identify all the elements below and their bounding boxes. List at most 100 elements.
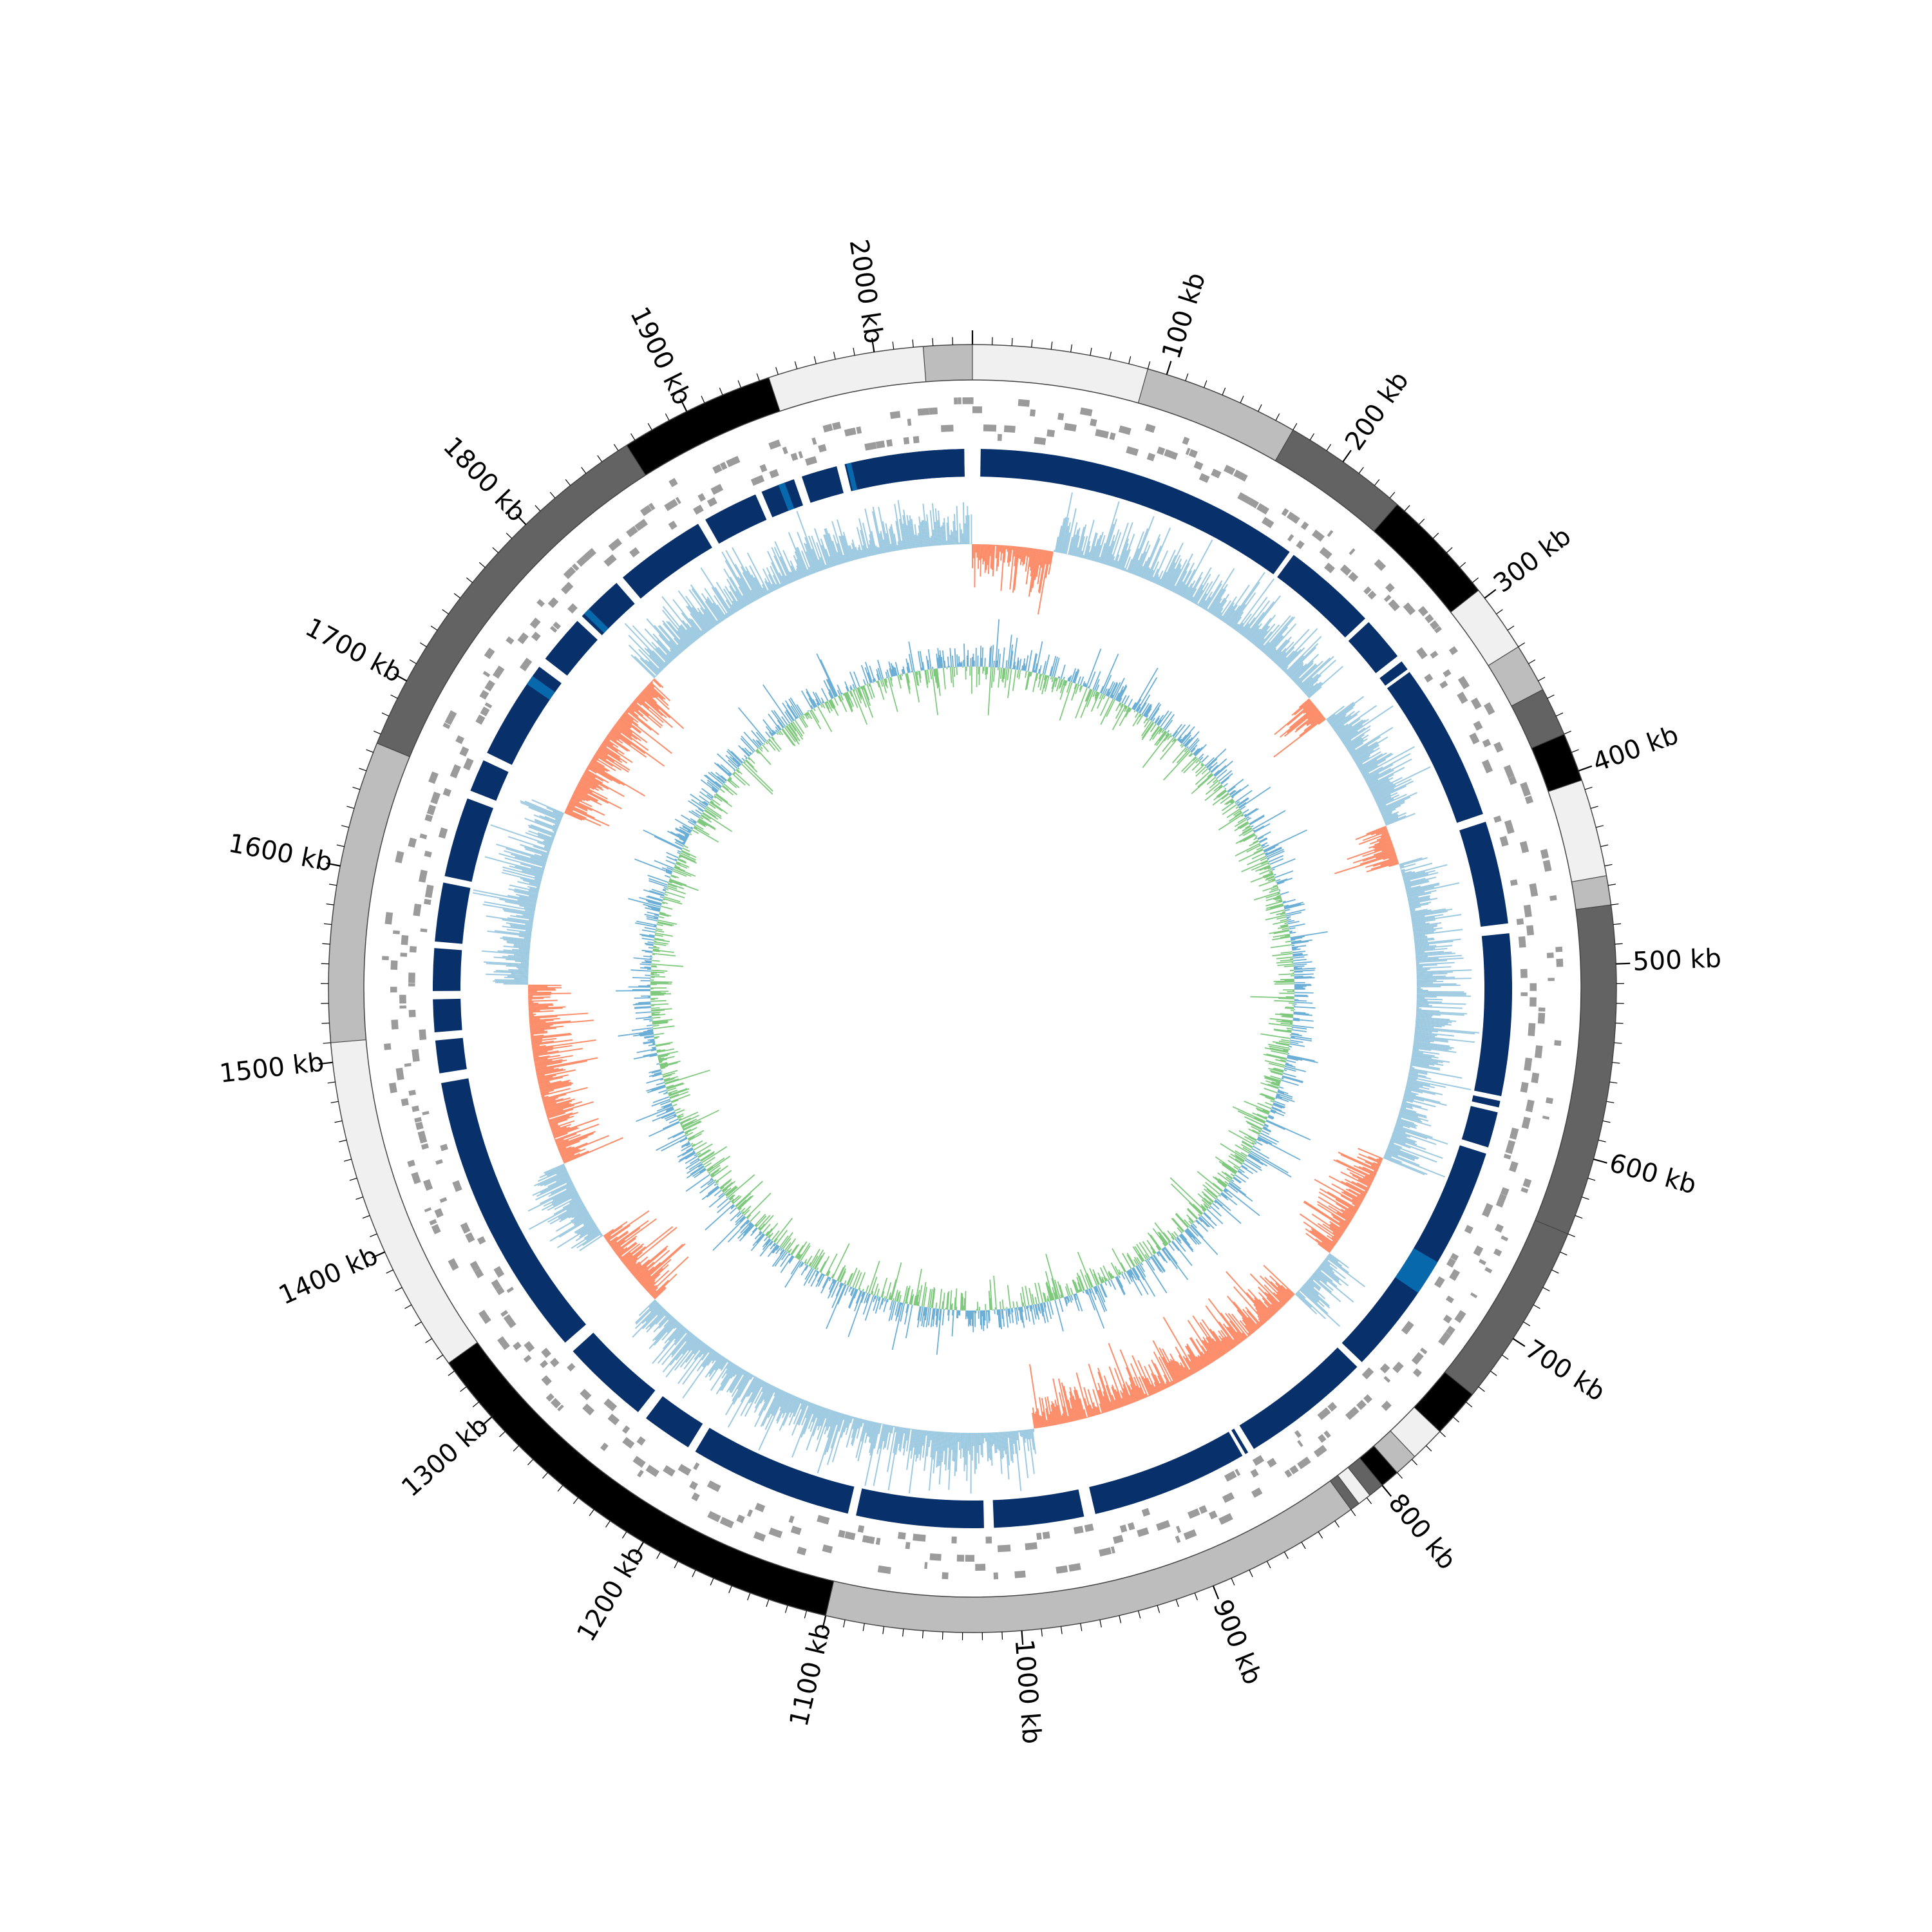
gene-feature xyxy=(482,670,491,677)
gc-content-bar-low xyxy=(607,734,617,741)
gc-skew-bar-outer xyxy=(675,827,690,836)
gc-skew-bar-inner xyxy=(1155,731,1168,746)
gc-skew-bar-inner xyxy=(1220,795,1231,804)
gc-content-bar-low xyxy=(603,1221,628,1238)
gc-skew-bar-outer xyxy=(1172,731,1179,737)
gc-skew-bar-inner xyxy=(1056,678,1061,692)
gc-content-bar-high xyxy=(732,547,761,599)
gc-content-bar-high xyxy=(1402,1100,1407,1103)
gc-skew-bar-inner xyxy=(719,788,725,793)
gc-skew-bar-outer xyxy=(878,1296,880,1302)
gc-content-bar-high xyxy=(680,624,696,643)
gene-feature xyxy=(958,397,961,404)
gc-skew-bar-outer xyxy=(1034,1304,1038,1316)
gc-skew-bar-inner xyxy=(891,1262,902,1301)
gc-skew-bar-inner xyxy=(838,1268,847,1282)
gc-skew-bar-outer xyxy=(1198,1217,1209,1227)
gene-feature xyxy=(1499,835,1509,847)
gc-skew-bar-outer xyxy=(1224,1188,1229,1193)
gc-skew-bar-inner xyxy=(1260,860,1269,865)
gc-content-bar-low xyxy=(1039,549,1043,565)
gc-content-bar-high xyxy=(923,1430,929,1471)
gc-skew-bar-outer xyxy=(784,1261,802,1288)
gc-content-bar-high xyxy=(1086,551,1090,560)
gene-feature xyxy=(388,1082,397,1094)
gc-skew-bar-outer xyxy=(646,918,658,922)
gc-content-bar-high xyxy=(1340,724,1363,741)
gc-content-bar-high xyxy=(751,1378,761,1393)
gc-content-bar-high xyxy=(897,500,907,550)
gc-content-bar-high xyxy=(1243,627,1251,638)
gc-content-bar-high xyxy=(928,1431,935,1491)
gc-skew-bar-inner xyxy=(1265,875,1274,880)
gc-skew-bar-inner xyxy=(1066,681,1071,693)
gc-content-bar-low xyxy=(1186,1343,1203,1370)
gc-skew-bar-inner xyxy=(1099,696,1110,716)
gene-feature xyxy=(997,1544,1011,1553)
gc-skew-bar-outer xyxy=(1097,1285,1106,1303)
gc-skew-bar-outer xyxy=(649,880,667,887)
gc-skew-bar-inner xyxy=(1269,904,1284,909)
gc-skew-bar-inner xyxy=(1273,1028,1292,1032)
gc-content-bar-low xyxy=(556,1130,596,1147)
gc-skew-bar-outer xyxy=(1027,1305,1030,1322)
gc-skew-bar-inner xyxy=(1198,761,1201,762)
gc-content-bar-high xyxy=(962,502,965,545)
gc-skew-bar-outer xyxy=(1074,1293,1077,1296)
gc-content-bar-low xyxy=(1050,1411,1055,1426)
gc-content-bar-low xyxy=(1271,1303,1279,1312)
gc-skew-bar-inner xyxy=(939,1289,942,1309)
gc-skew-bar-outer xyxy=(1136,1265,1156,1297)
gc-content-bar-high xyxy=(503,939,531,943)
gc-content-bar-low xyxy=(614,724,632,737)
gc-content-bar-low xyxy=(1264,1284,1285,1306)
gc-skew-bar-outer xyxy=(1214,761,1233,777)
gc-content-bar-high xyxy=(1409,1066,1415,1069)
gc-skew-bar-outer xyxy=(1158,1251,1168,1264)
gc-skew-bar-inner xyxy=(1054,677,1059,688)
gc-skew-bar-inner xyxy=(1059,679,1064,688)
gc-content-bar-low xyxy=(622,1255,633,1264)
gc-content-bar-low xyxy=(530,1034,534,1036)
gc-content-bar-high xyxy=(820,556,826,570)
contig-boundary xyxy=(1548,779,1582,792)
gc-content-bar-low xyxy=(596,750,615,762)
gc-content-bar-low xyxy=(582,774,609,790)
gc-content-bar-low xyxy=(1317,1222,1341,1239)
contig-segment xyxy=(1138,368,1293,461)
gc-content-bar-high xyxy=(1394,1128,1406,1133)
gc-skew-bar-inner xyxy=(806,1255,813,1265)
gc-skew-bar-inner xyxy=(662,1070,678,1075)
gc-content-bar-high xyxy=(502,869,542,881)
minor-tick xyxy=(1147,361,1151,369)
gc-skew-bar-outer xyxy=(641,938,654,941)
gc-content-bar-low xyxy=(1000,545,1003,561)
gc-content-bar-high xyxy=(530,867,544,873)
gc-content-bar-low xyxy=(531,1039,573,1046)
gc-skew-bar-outer xyxy=(646,1084,666,1092)
gc-content-bar-high xyxy=(1240,623,1249,635)
gc-content-bar-low xyxy=(615,1237,636,1254)
gc-skew-bar-outer xyxy=(1039,1303,1044,1317)
gc-content-bar-low xyxy=(1034,1413,1038,1428)
gc-content-bar-low xyxy=(530,1027,556,1032)
gc-content-bar-low xyxy=(630,703,639,712)
gc-skew-bar-inner xyxy=(781,1232,793,1249)
gc-content-bar-high xyxy=(1325,1256,1366,1287)
gc-skew-bar-inner xyxy=(1245,825,1251,829)
gc-skew-bar-inner xyxy=(741,1211,744,1214)
gc-skew-bar-inner xyxy=(668,882,685,889)
gc-skew-bar-inner xyxy=(1244,1135,1256,1143)
gc-content-bar-high xyxy=(1351,741,1378,758)
gc-skew-bar-inner xyxy=(696,1152,701,1156)
gc-skew-bar-outer xyxy=(688,1161,702,1171)
gc-skew-bar-outer xyxy=(1213,765,1227,777)
gene-feature xyxy=(477,1236,486,1245)
gc-content-bar-low xyxy=(1287,703,1314,726)
gc-skew-bar-inner xyxy=(1251,1126,1262,1132)
gc-content-bar-high xyxy=(1006,1431,1010,1466)
gc-skew-bar-inner xyxy=(735,1193,752,1208)
gc-content-bar-low xyxy=(576,786,609,804)
gc-content-bar-high xyxy=(1285,655,1305,674)
gc-skew-bar-outer xyxy=(775,1245,780,1251)
